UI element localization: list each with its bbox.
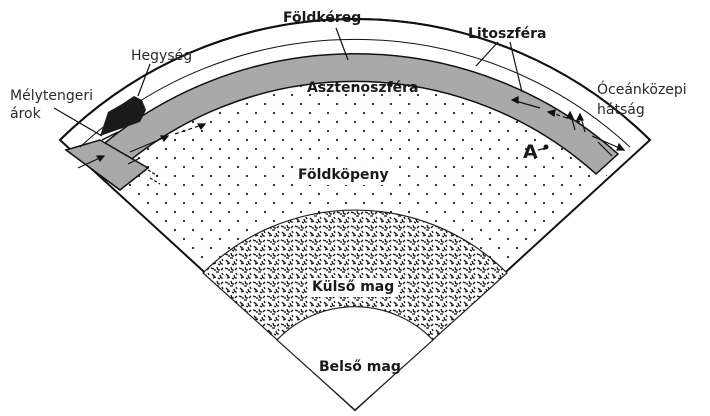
outer-core-label: Külső mag bbox=[308, 278, 398, 297]
point-a-label: A bbox=[523, 144, 538, 161]
trench-label-line1: Mélytengeri bbox=[10, 88, 93, 105]
trench-label-line2: árok bbox=[10, 106, 41, 123]
asthenosphere-label: Asztenoszféra bbox=[307, 80, 419, 97]
mountain-label: Hegység bbox=[131, 48, 192, 65]
mantle-label: Földköpeny bbox=[294, 166, 393, 185]
inner-core-label: Belső mag bbox=[319, 359, 401, 376]
lithosphere-label: Litoszféra bbox=[468, 26, 546, 43]
ridge-label-line1: Óceánközepi bbox=[597, 82, 687, 99]
ridge-label-line2: hátság bbox=[597, 102, 645, 119]
crust-label: Földkéreg bbox=[283, 10, 361, 27]
